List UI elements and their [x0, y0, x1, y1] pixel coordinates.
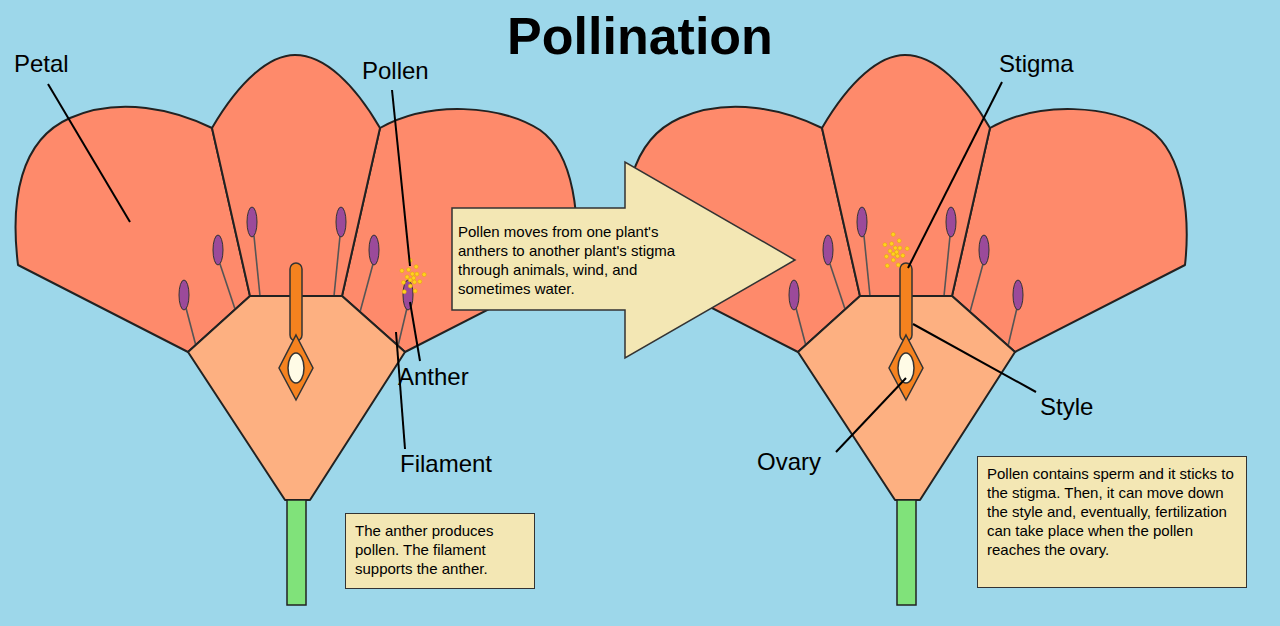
leader-line	[48, 82, 1036, 452]
pollen-grains	[883, 243, 887, 247]
pollen-grains	[413, 289, 417, 293]
part-label: Ovary	[757, 448, 821, 476]
pollen-grains	[407, 268, 411, 272]
part-label: Stigma	[999, 50, 1074, 78]
note-text: Pollen contains sperm and it sticks to t…	[987, 464, 1237, 559]
leader-line	[48, 84, 130, 222]
part-label: Petal	[14, 50, 69, 78]
leader-line	[908, 82, 1002, 268]
arrow-box: Pollen moves from one plant's anthers to…	[452, 162, 795, 358]
pollen-grains	[400, 269, 404, 273]
arrow-shape	[452, 162, 795, 358]
pollen-grains	[402, 280, 406, 284]
pollen-grains	[896, 263, 900, 267]
flower-left	[16, 55, 577, 605]
pollen-grains	[413, 280, 417, 284]
pollen-grains	[415, 272, 419, 276]
pollen-grains	[418, 280, 422, 284]
leader-line	[396, 332, 405, 449]
part-label: Style	[1040, 393, 1093, 421]
pollen-grains	[410, 272, 414, 276]
arrow-shape	[452, 162, 795, 358]
title: Pollination	[0, 6, 1280, 66]
leader-line	[836, 378, 906, 452]
pollen-grains	[888, 249, 892, 253]
pollen-grains	[885, 264, 889, 268]
leader-line	[410, 302, 420, 361]
pollen-grains	[414, 265, 418, 269]
pollen-grains	[896, 254, 900, 258]
pollen-grains	[422, 273, 426, 277]
pollen-grains	[408, 278, 412, 282]
pollen-grains	[893, 246, 897, 250]
part-label: Anther	[398, 363, 469, 391]
pollen-grains	[402, 290, 406, 294]
pollen-grains	[885, 254, 889, 258]
pollen-grains	[890, 242, 894, 246]
pollen-grains	[400, 258, 426, 293]
pollen-grains	[905, 247, 909, 251]
pollen-grains	[408, 284, 412, 288]
pollen-grains	[405, 275, 409, 279]
pollen-grains	[883, 232, 909, 267]
pollen-grains	[897, 239, 901, 243]
pollen-grains	[901, 254, 905, 258]
note-text: The anther produces pollen. The filament…	[355, 521, 525, 578]
pollen-grains	[898, 246, 902, 250]
pollen-grains	[891, 258, 895, 262]
note-box: The anther produces pollen. The filament…	[345, 513, 535, 589]
pollen-grains	[891, 252, 895, 256]
note-text: Pollen moves from one plant's anthers to…	[458, 222, 690, 298]
part-label: Filament	[400, 450, 492, 478]
leader-line	[913, 324, 1036, 392]
note-box: Pollen contains sperm and it sticks to t…	[977, 456, 1247, 588]
pollen-grains	[891, 232, 895, 236]
leader-line	[392, 90, 410, 266]
part-label: Pollen	[362, 57, 429, 85]
